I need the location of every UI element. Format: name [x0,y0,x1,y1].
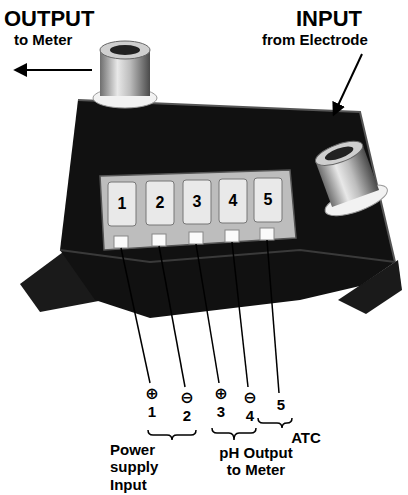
leader-line [159,246,185,387]
terminal-cell [219,179,247,223]
pin-number: 1 [148,403,156,420]
terminal-number: 1 [118,195,127,213]
terminal-tab [225,230,239,242]
pin-number: 5 [277,396,285,413]
terminal-tab [260,228,274,240]
terminal-number: 3 [193,193,202,211]
terminal-number: 5 [264,191,273,209]
housing-body [60,100,395,318]
leader-line [121,248,150,383]
heading-label: OUTPUT [4,6,94,31]
terminal-tab [114,236,128,248]
bnc-connector [305,134,391,222]
pin-number: 4 [246,407,254,424]
terminal-cell [108,182,136,226]
group-brace [258,418,292,428]
polarity-symbol: ⊕ [214,385,227,403]
terminal-number: 4 [229,192,238,210]
leader-line [196,244,219,383]
group-label: Power supply Input [110,441,172,493]
housing-edge [60,250,395,262]
terminal-number: 2 [156,194,165,212]
direction-arrow [16,69,92,71]
leader-line [232,242,248,387]
terminal-cell [254,178,282,222]
direction-arrow [334,54,362,114]
polarity-symbol: ⊖ [243,389,256,407]
terminal-cell [146,181,174,225]
polarity-symbol: ⊖ [180,389,193,407]
heading-sub-label: from Electrode [262,31,368,48]
housing-edge [78,100,395,262]
group-brace [212,428,256,440]
terminal-tab [152,234,166,246]
heading-sub-label: to Meter [14,31,72,48]
group-brace [148,430,196,440]
leader-line [267,240,279,393]
group-label: ATC [291,429,321,446]
terminal-tab [189,232,203,244]
bnc-connector [93,41,157,108]
pin-number: 3 [217,403,225,420]
terminal-block [100,170,296,250]
heading-label: INPUT [296,6,362,31]
pin-number: 2 [183,407,191,424]
group-label: pH Output to Meter [211,444,301,479]
polarity-symbol: ⊕ [145,385,158,403]
terminal-cell [183,180,211,224]
